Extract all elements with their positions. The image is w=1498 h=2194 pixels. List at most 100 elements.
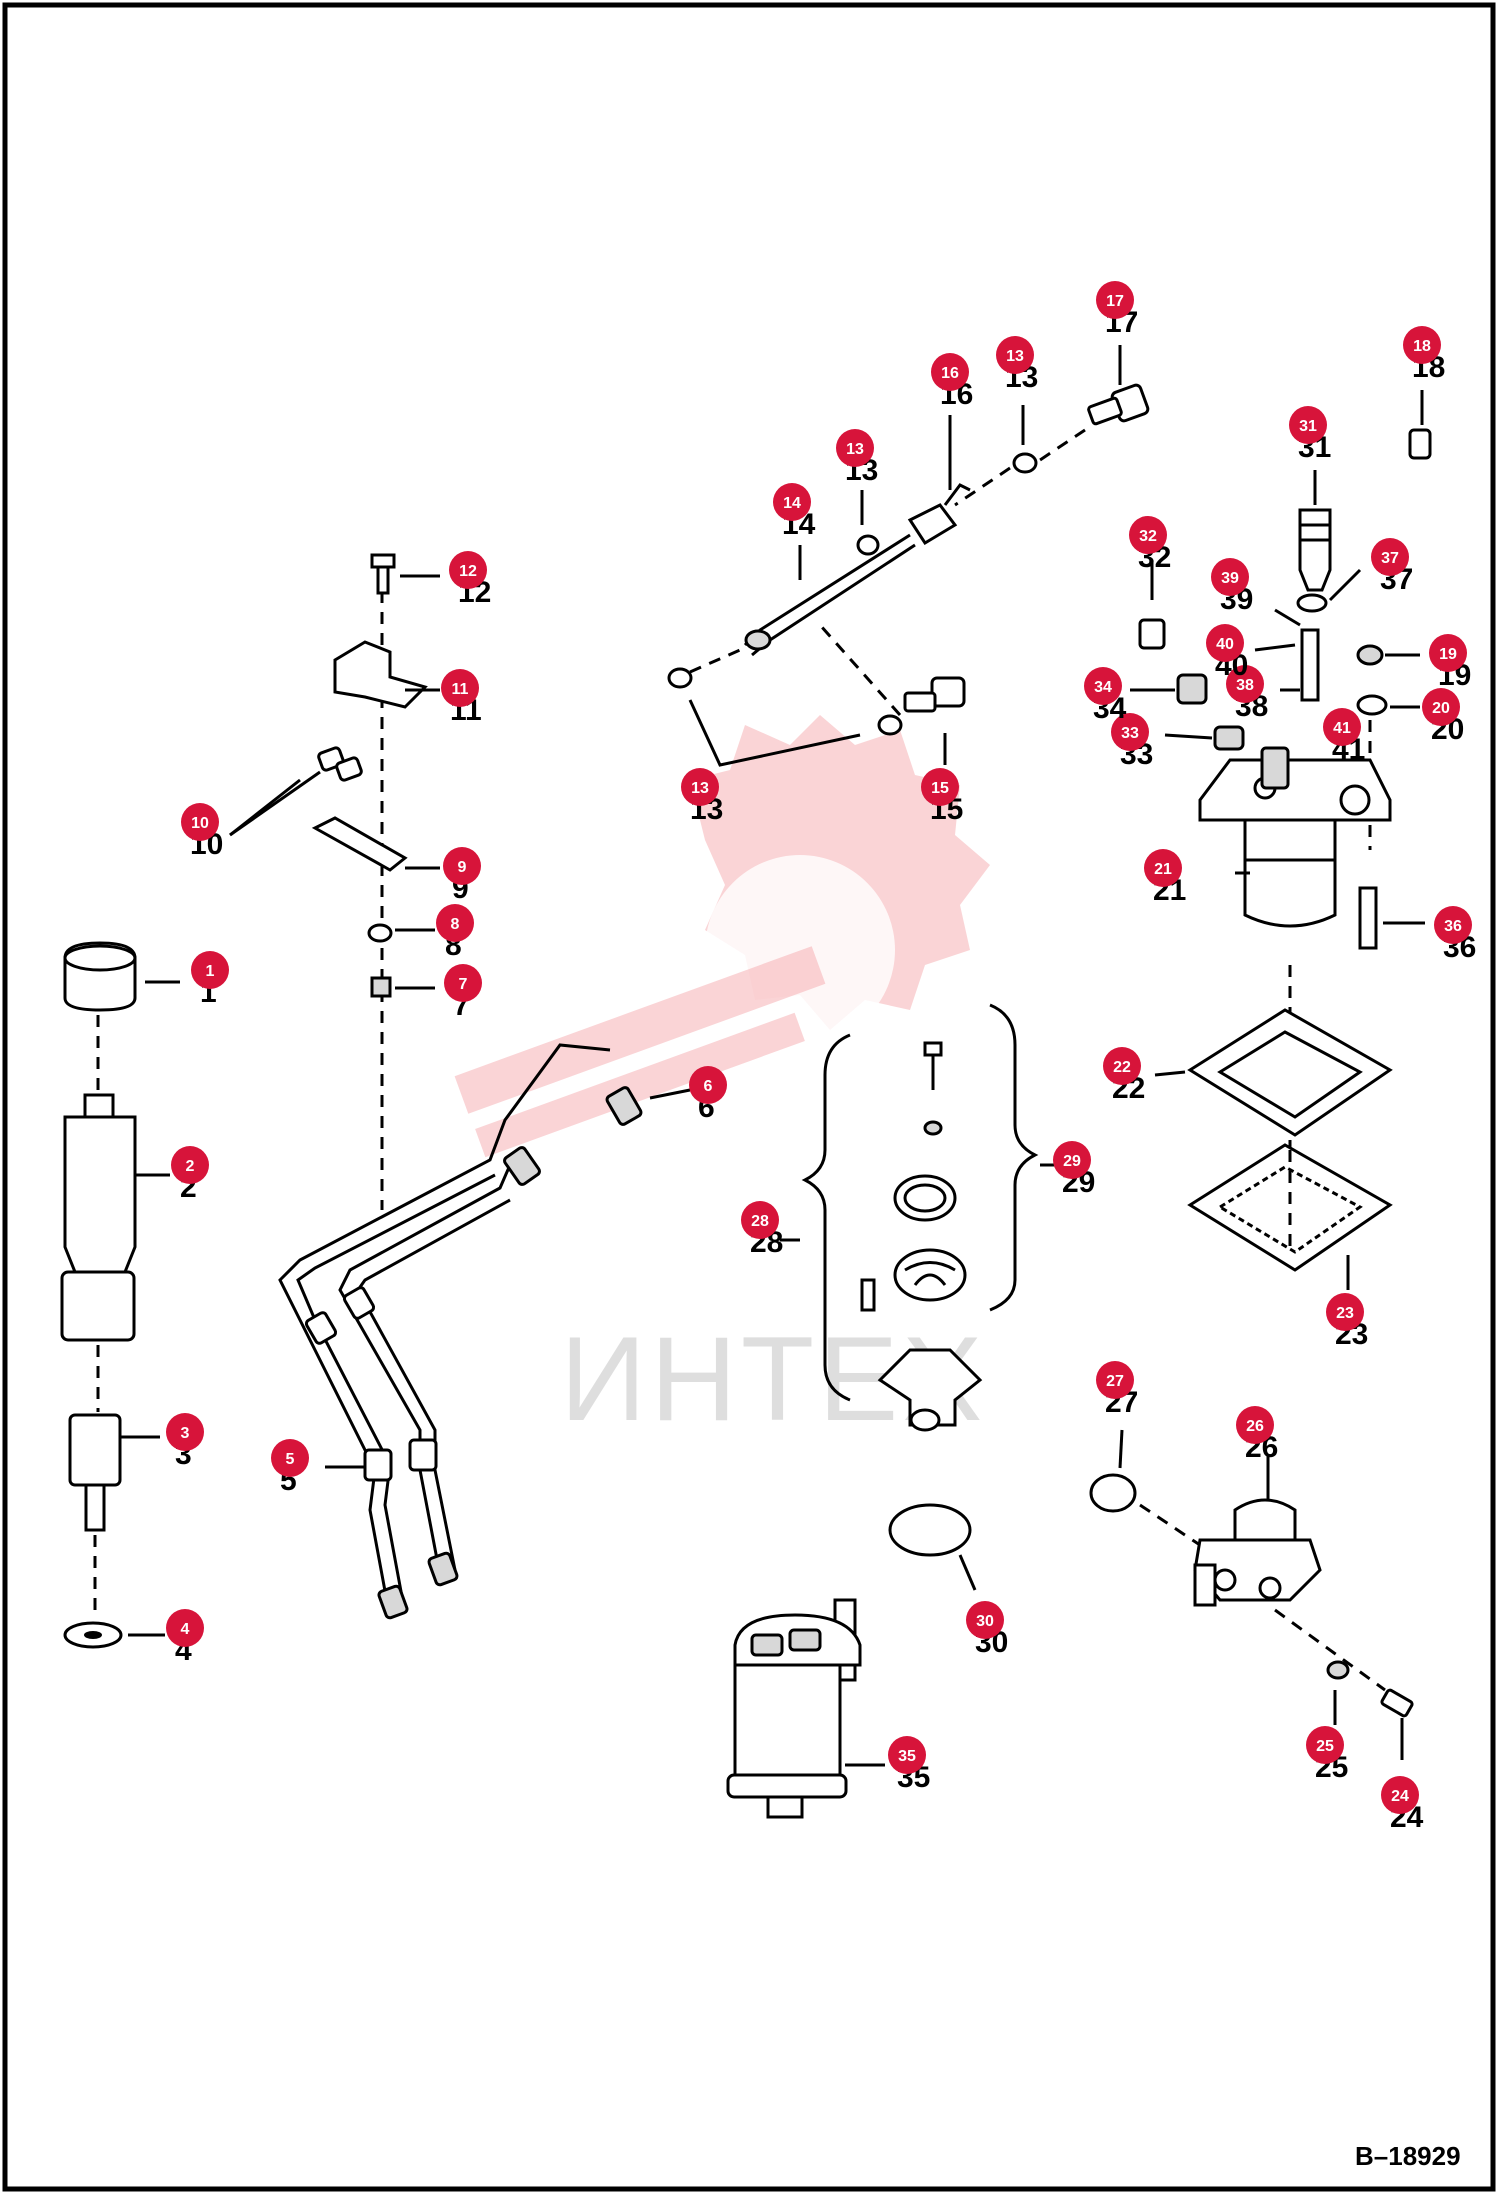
callout-badge	[1429, 634, 1467, 672]
callout-badge	[1236, 1406, 1274, 1444]
callout-badge-label: 39	[1221, 570, 1239, 587]
callout-badge-label: 6	[704, 1078, 713, 1095]
callout-badge	[888, 1736, 926, 1774]
callout-badge-label: 3	[181, 1425, 190, 1442]
callout-badge	[436, 904, 474, 942]
callout-badge-label: 27	[1106, 1373, 1124, 1390]
callout-badge	[1434, 906, 1472, 944]
callout-badge	[921, 768, 959, 806]
callout-badge-label: 38	[1236, 677, 1254, 694]
callout-badge	[171, 1146, 209, 1184]
callout-badge-label: 19	[1439, 646, 1457, 663]
injection-lines	[229, 553, 691, 1620]
callout-2: 22	[171, 1146, 209, 1204]
callout-badge	[1226, 665, 1264, 703]
callout-badge	[1111, 713, 1149, 751]
callout-badge	[741, 1201, 779, 1239]
callout-badge	[443, 847, 481, 885]
callout-badge	[681, 768, 719, 806]
callout-badge	[166, 1413, 204, 1451]
callout-badge	[1371, 538, 1409, 576]
callout-badge-label: 22	[1113, 1059, 1131, 1076]
callout-badge	[1326, 1293, 1364, 1331]
callout-badge-label: 15	[931, 780, 949, 797]
callout-badge-label: 41	[1333, 720, 1351, 737]
priming-pump-kit	[780, 1003, 1060, 1591]
callout-badge-label: 21	[1154, 861, 1172, 878]
callout-badge-label: 13	[691, 780, 709, 797]
callout-badge-label: 13	[1006, 348, 1024, 365]
callout-1: 11	[191, 951, 229, 1009]
callout-badge-label: 28	[751, 1213, 769, 1230]
callout-badge-label: 37	[1381, 550, 1399, 567]
callout-badge-label: 11	[452, 681, 469, 698]
callout-3: 33	[166, 1413, 204, 1471]
callout-badge	[181, 803, 219, 841]
callout-badge	[444, 964, 482, 1002]
callout-badge	[1289, 406, 1327, 444]
callout-badge	[1211, 558, 1249, 596]
callout-badge	[1381, 1776, 1419, 1814]
callout-badge	[836, 429, 874, 467]
callout-badge	[1422, 688, 1460, 726]
callout-badge-label: 34	[1094, 679, 1112, 696]
callout-badge-label: 26	[1246, 1418, 1264, 1435]
callout-badge	[1096, 281, 1134, 319]
callout-badge-label: 7	[459, 976, 468, 993]
callout-4: 44	[166, 1609, 204, 1667]
fuel-filter	[726, 1598, 885, 1819]
callout-badge-label: 25	[1316, 1738, 1334, 1755]
callout-8: 88	[436, 904, 474, 962]
callout-badge	[1084, 667, 1122, 705]
callout-badge-label: 8	[451, 916, 460, 933]
callout-badge	[191, 951, 229, 989]
callout-layer: 1122334455667788991010111112121313131313…	[166, 281, 1476, 1834]
callout-badge-label: 24	[1391, 1788, 1409, 1805]
callout-9: 99	[443, 847, 481, 905]
callout-badge-label: 5	[286, 1451, 295, 1468]
callout-badge	[441, 669, 479, 707]
callout-badge	[1403, 326, 1441, 364]
callout-badge-label: 18	[1413, 338, 1431, 355]
callout-badge-label: 36	[1444, 918, 1462, 935]
callout-badge-label: 23	[1336, 1305, 1354, 1322]
callout-badge-label: 9	[458, 859, 467, 876]
callout-badge	[1129, 516, 1167, 554]
callout-badge	[1144, 849, 1182, 887]
callout-7: 77	[444, 964, 482, 1022]
callout-5: 55	[271, 1439, 309, 1497]
callout-badge	[1053, 1141, 1091, 1179]
callout-badge-label: 14	[783, 495, 801, 512]
callout-badge	[449, 551, 487, 589]
callout-badge-label: 31	[1299, 418, 1317, 435]
callout-badge-label: 16	[941, 365, 959, 382]
return-line-assembly	[667, 345, 1150, 767]
lift-pump	[1089, 1429, 1414, 1760]
